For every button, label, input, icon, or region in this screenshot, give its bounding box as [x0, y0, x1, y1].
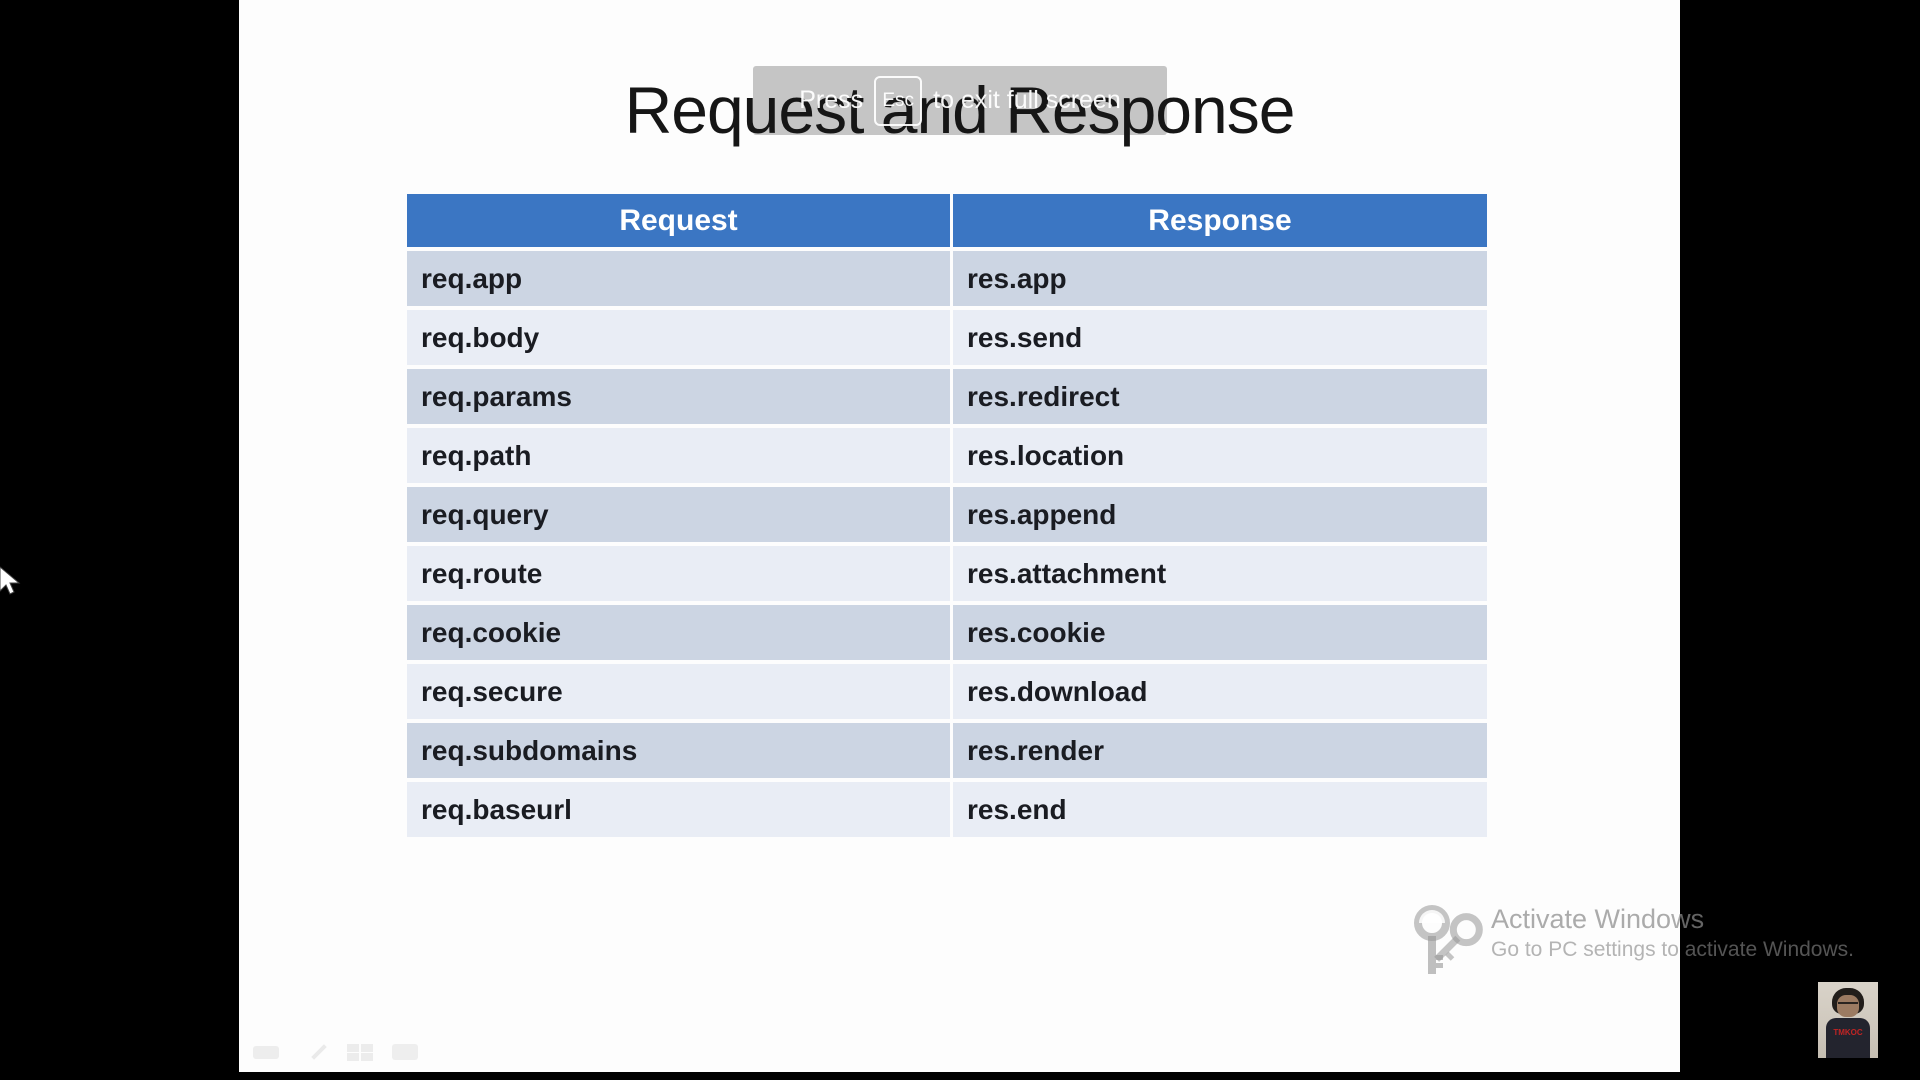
request-cell: req.path — [407, 428, 950, 483]
request-cell: req.query — [407, 487, 950, 542]
table-header-request: Request — [407, 194, 950, 247]
response-cell: res.send — [953, 310, 1487, 365]
shirt-print: TMKOC — [1833, 1028, 1863, 1037]
response-cell: res.cookie — [953, 605, 1487, 660]
letterbox-bottom — [0, 1072, 1920, 1080]
response-cell: res.attachment — [953, 546, 1487, 601]
zoom-icon[interactable] — [392, 1044, 418, 1060]
fullscreen-toast-text: Press Esc to exit full screen — [753, 66, 1167, 135]
cursor-icon — [0, 566, 21, 595]
request-cell: req.secure — [407, 664, 950, 719]
response-cell: res.append — [953, 487, 1487, 542]
table-row: req.app res.app — [407, 251, 1487, 306]
request-cell: req.params — [407, 369, 950, 424]
presenter-face — [1837, 995, 1859, 1017]
response-cell: res.render — [953, 723, 1487, 778]
esc-key-icon: Esc — [874, 75, 923, 126]
activate-windows-line2: Go to PC settings to activate Windows. — [1491, 938, 1854, 961]
response-cell: res.app — [953, 251, 1487, 306]
response-cell: res.end — [953, 782, 1487, 837]
table-row: req.path res.location — [407, 428, 1487, 483]
table-row: req.secure res.download — [407, 664, 1487, 719]
presenter-glasses — [1838, 1002, 1858, 1009]
presenter-shirt — [1826, 1018, 1870, 1058]
key-icon — [1414, 905, 1483, 974]
request-cell: req.body — [407, 310, 950, 365]
request-cell: req.subdomains — [407, 723, 950, 778]
table-row: req.baseurl res.end — [407, 782, 1487, 837]
slide-title: Request and Response — [624, 73, 1296, 148]
request-cell: req.app — [407, 251, 950, 306]
request-cell: req.route — [407, 546, 950, 601]
table-row: req.params res.redirect — [407, 369, 1487, 424]
table-row: req.body res.send — [407, 310, 1487, 365]
response-cell: res.location — [953, 428, 1487, 483]
activate-windows-line1: Activate Windows — [1491, 904, 1705, 934]
table-row: req.route res.attachment — [407, 546, 1487, 601]
toast-prefix: Press — [799, 86, 864, 114]
table-row: req.cookie res.cookie — [407, 605, 1487, 660]
toast-suffix: to exit full screen — [933, 86, 1121, 114]
response-cell: res.download — [953, 664, 1487, 719]
table-header-response: Response — [953, 194, 1487, 247]
table-row: req.query res.append — [407, 487, 1487, 542]
table-row: req.subdomains res.render — [407, 723, 1487, 778]
activate-windows-watermark: Activate Windows Go to PC settings to ac… — [1405, 903, 1854, 983]
response-cell: res.redirect — [953, 369, 1487, 424]
request-cell: req.cookie — [407, 605, 950, 660]
pen-icon[interactable] — [309, 1043, 325, 1059]
presentation-slide: Request and Response Press Esc to exit f… — [239, 0, 1680, 1072]
request-cell: req.baseurl — [407, 782, 950, 837]
fullscreen-toast — [753, 66, 1167, 135]
request-response-table: Request Response req.app res.app req.bod… — [407, 194, 1487, 837]
table-header-row: Request Response — [407, 194, 1487, 247]
nav-icon[interactable] — [253, 1046, 279, 1059]
webcam-thumbnail: TMKOC — [1818, 982, 1878, 1058]
grid-icon[interactable] — [347, 1044, 373, 1061]
